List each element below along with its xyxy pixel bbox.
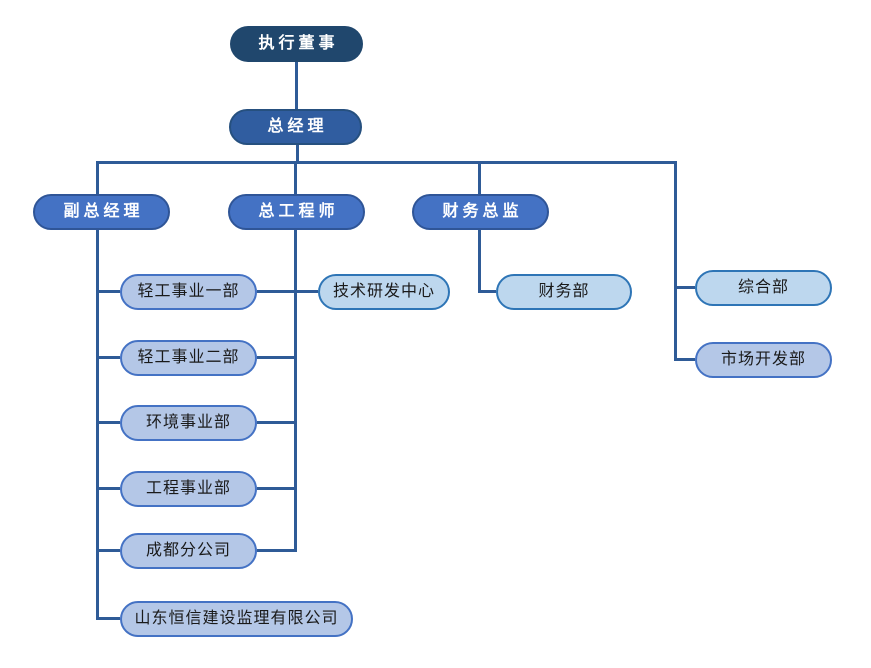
node-engineering-dept: 工程事业部 — [120, 471, 257, 507]
connector-stub-light-industry-1 — [96, 290, 120, 293]
connector-stub-right-row4 — [257, 487, 294, 490]
node-light-industry-dept-2: 轻工事业二部 — [120, 340, 257, 376]
node-light-industry-dept-1: 轻工事业一部 — [120, 274, 257, 310]
connector-right-column-spine — [674, 161, 677, 361]
connector-stub-chengdu — [96, 549, 120, 552]
connector-stub-shandong-hengxin — [96, 617, 120, 620]
connector-chief-engineer-spine — [294, 230, 297, 552]
node-deputy-general-manager: 副总经理 — [33, 194, 170, 230]
node-chengdu-branch: 成都分公司 — [120, 533, 257, 569]
node-environment-dept: 环境事业部 — [120, 405, 257, 441]
connector-stub-finance-dept — [478, 290, 496, 293]
connector-drop-chief-engineer — [294, 161, 297, 194]
connector-stub-environment — [96, 421, 120, 424]
connector-exec-to-gm — [295, 60, 298, 110]
connector-stub-right-row3 — [257, 421, 294, 424]
node-executive-director: 执行董事 — [230, 26, 363, 62]
connector-stub-right-row1 — [257, 290, 294, 293]
connector-gm-to-bus — [296, 145, 299, 164]
connector-stub-light-industry-2 — [96, 356, 120, 359]
node-general-affairs-dept: 综合部 — [695, 270, 832, 306]
connector-drop-deputy-gm — [96, 161, 99, 194]
node-general-manager: 总经理 — [229, 109, 362, 145]
connector-main-bus — [96, 161, 677, 164]
connector-stub-general-affairs — [674, 286, 695, 289]
connector-stub-market-dev — [674, 358, 695, 361]
connector-stub-right-row5 — [257, 549, 294, 552]
connector-stub-engineering — [96, 487, 120, 490]
node-tech-rd-center: 技术研发中心 — [318, 274, 450, 310]
node-chief-engineer: 总工程师 — [228, 194, 365, 230]
connector-deputy-gm-spine — [96, 230, 99, 620]
connector-stub-right-row2 — [257, 356, 294, 359]
connector-drop-finance-director — [478, 161, 481, 194]
node-market-dev-dept: 市场开发部 — [695, 342, 832, 378]
connector-stub-tech-rd — [294, 290, 318, 293]
node-finance-dept: 财务部 — [496, 274, 632, 310]
node-shandong-hengxin-company: 山东恒信建设监理有限公司 — [120, 601, 353, 637]
node-finance-director: 财务总监 — [412, 194, 549, 230]
connector-finance-director-drop — [478, 230, 481, 292]
